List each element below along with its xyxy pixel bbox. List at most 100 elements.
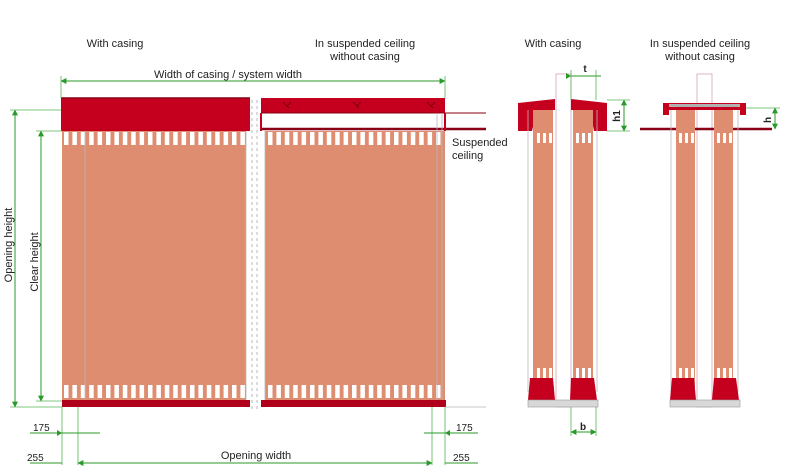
side-slot	[543, 368, 546, 378]
dim-175-right: 175	[456, 423, 473, 434]
slot	[173, 132, 178, 145]
slot	[164, 385, 170, 398]
dim-b: b	[580, 422, 586, 433]
side-slot	[685, 368, 688, 378]
side-ceiling-slot-marks	[679, 133, 732, 378]
slot	[139, 385, 145, 398]
side-slot	[729, 368, 732, 378]
slot	[131, 385, 136, 398]
side-slot	[717, 133, 720, 143]
curtain-panel-right	[265, 131, 445, 400]
slot	[419, 385, 424, 398]
casing-box-left	[61, 98, 250, 131]
slot	[72, 132, 77, 145]
slot	[268, 385, 273, 398]
label-front-with-casing: With casing	[87, 38, 144, 50]
bottom-slot-row-left	[64, 385, 245, 398]
dim-h1: h1	[612, 110, 623, 122]
side-slot	[717, 368, 720, 378]
slot	[80, 385, 86, 398]
slot	[232, 132, 237, 145]
slot	[293, 132, 298, 145]
slot	[436, 132, 441, 145]
side-slot	[691, 133, 694, 143]
side-slot	[576, 133, 579, 143]
side-slot	[543, 133, 546, 143]
slot	[156, 385, 161, 398]
bottom-slot-row-right	[268, 385, 441, 398]
slot	[80, 132, 86, 145]
dim-255-right: 255	[453, 453, 470, 464]
slot	[164, 132, 170, 145]
slot	[402, 385, 407, 398]
slot	[89, 385, 94, 398]
slot	[310, 385, 315, 398]
side-slot	[588, 368, 591, 378]
slot	[427, 385, 433, 398]
curtain-panel-left	[62, 131, 246, 400]
slot	[122, 132, 128, 145]
slot	[181, 132, 187, 145]
label-opening-width: Opening width	[221, 450, 291, 462]
slot	[402, 132, 407, 145]
slot	[318, 385, 323, 398]
slot	[97, 385, 103, 398]
side-casing-right-hook	[571, 99, 607, 131]
label-width-casing: Width of casing / system width	[154, 69, 302, 81]
slot	[89, 132, 94, 145]
label-side-with-casing: With casing	[525, 38, 582, 50]
front-view-in-ceiling	[260, 98, 486, 407]
label-side-ceiling-1: In suspended ceiling	[650, 38, 750, 50]
slot	[284, 132, 290, 145]
side-casing-left-hook	[518, 99, 555, 131]
side-slot	[537, 368, 540, 378]
side-slot	[679, 368, 682, 378]
slot	[223, 385, 229, 398]
slot	[377, 385, 382, 398]
slot	[268, 132, 273, 145]
slot	[106, 385, 111, 398]
slot	[352, 132, 357, 145]
slot	[223, 132, 229, 145]
slot	[114, 385, 119, 398]
slot	[232, 385, 237, 398]
bottom-bar-left	[62, 400, 250, 407]
side-slot	[723, 133, 726, 143]
slot	[360, 132, 365, 145]
side-view-in-ceiling	[640, 73, 780, 408]
slot	[284, 385, 290, 398]
front-view-with-casing	[61, 97, 258, 410]
slot	[360, 385, 365, 398]
side-slot	[549, 368, 552, 378]
slot	[190, 385, 195, 398]
dim-255-left: 255	[27, 453, 44, 464]
slot	[410, 385, 416, 398]
side-slot	[729, 133, 732, 143]
side-slot	[549, 133, 552, 143]
slot	[301, 132, 307, 145]
label-front-ceiling-1: In suspended ceiling	[315, 38, 415, 50]
slot	[394, 385, 399, 398]
slot	[326, 132, 332, 145]
side-slot	[582, 133, 585, 143]
slot	[385, 132, 391, 145]
slot	[97, 132, 103, 145]
side-slot	[582, 368, 585, 378]
dim-t: t	[583, 64, 587, 75]
slot	[215, 385, 220, 398]
side-slot	[576, 368, 579, 378]
label-clear-height: Clear height	[29, 232, 41, 291]
slot	[64, 385, 69, 398]
slot	[394, 132, 399, 145]
top-slot-row-right	[268, 132, 441, 145]
slot	[106, 132, 111, 145]
slot	[427, 132, 433, 145]
slot	[190, 132, 195, 145]
slot	[215, 132, 220, 145]
slot	[419, 132, 424, 145]
slot	[276, 132, 281, 145]
slot	[156, 132, 161, 145]
side-slot	[537, 133, 540, 143]
top-slot-row-left	[64, 132, 245, 145]
